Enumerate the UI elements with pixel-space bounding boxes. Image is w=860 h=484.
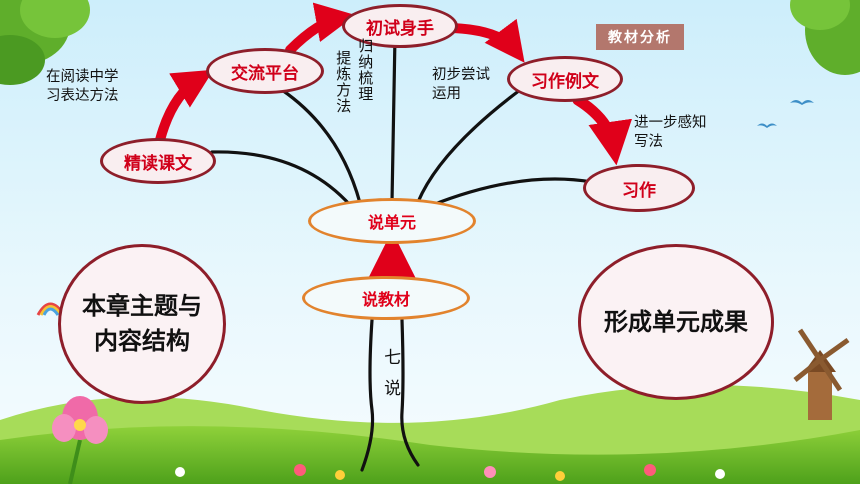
branch-line-liwen: [416, 88, 522, 204]
flower-icon: [175, 464, 725, 481]
node-xizuo: 习作: [583, 164, 695, 212]
label-perceive: 进一步感知 写法: [634, 115, 707, 150]
label-summarize: 提炼方法: [334, 50, 353, 114]
circle-theme-text: 本章主题与 内容结构: [82, 291, 202, 355]
flower-icon: [52, 396, 108, 484]
tree-icon: [790, 0, 860, 75]
branch-line-jiaoliu: [280, 88, 362, 205]
branch-line-xizuo: [428, 177, 594, 208]
branch-line-chushi: [390, 34, 397, 204]
circle-result-text: 形成单元成果: [604, 306, 748, 336]
bird-icon: [757, 100, 814, 128]
arrow-jingdu-jiaoliu: [155, 69, 214, 145]
circle-theme-structure: 本章主题与 内容结构: [58, 244, 226, 404]
node-xizuo-liwen: 习作例文: [507, 56, 623, 102]
node-jingdu: 精读课文: [100, 138, 216, 184]
trunk-line-left: [360, 318, 375, 472]
label-try-apply: 初步尝试 运用: [432, 67, 490, 102]
arrow-chushi-liwen: [447, 18, 525, 63]
section-badge: 教材分析: [596, 24, 684, 50]
trunk-line-right: [400, 318, 420, 467]
node-shuo-danyuan: 说单元: [308, 198, 476, 244]
node-chushi: 初试身手: [342, 4, 458, 48]
arrow-jiaoliu-chushi: [285, 2, 356, 55]
arrow-liwen-xizuo: [572, 94, 633, 166]
windmill-icon: [793, 328, 850, 420]
label-trunk: 七说: [380, 348, 401, 410]
node-shuo-jiaocai: 说教材: [302, 276, 470, 320]
branch-line-jingdu: [210, 150, 352, 207]
circle-unit-result: 形成单元成果: [578, 244, 774, 400]
tree-icon: [0, 0, 90, 85]
node-jiaoliu: 交流平台: [206, 48, 324, 94]
label-induce: 归纳梳理: [356, 38, 375, 102]
label-reading-method: 在阅读中学 习表达方法: [46, 69, 119, 104]
